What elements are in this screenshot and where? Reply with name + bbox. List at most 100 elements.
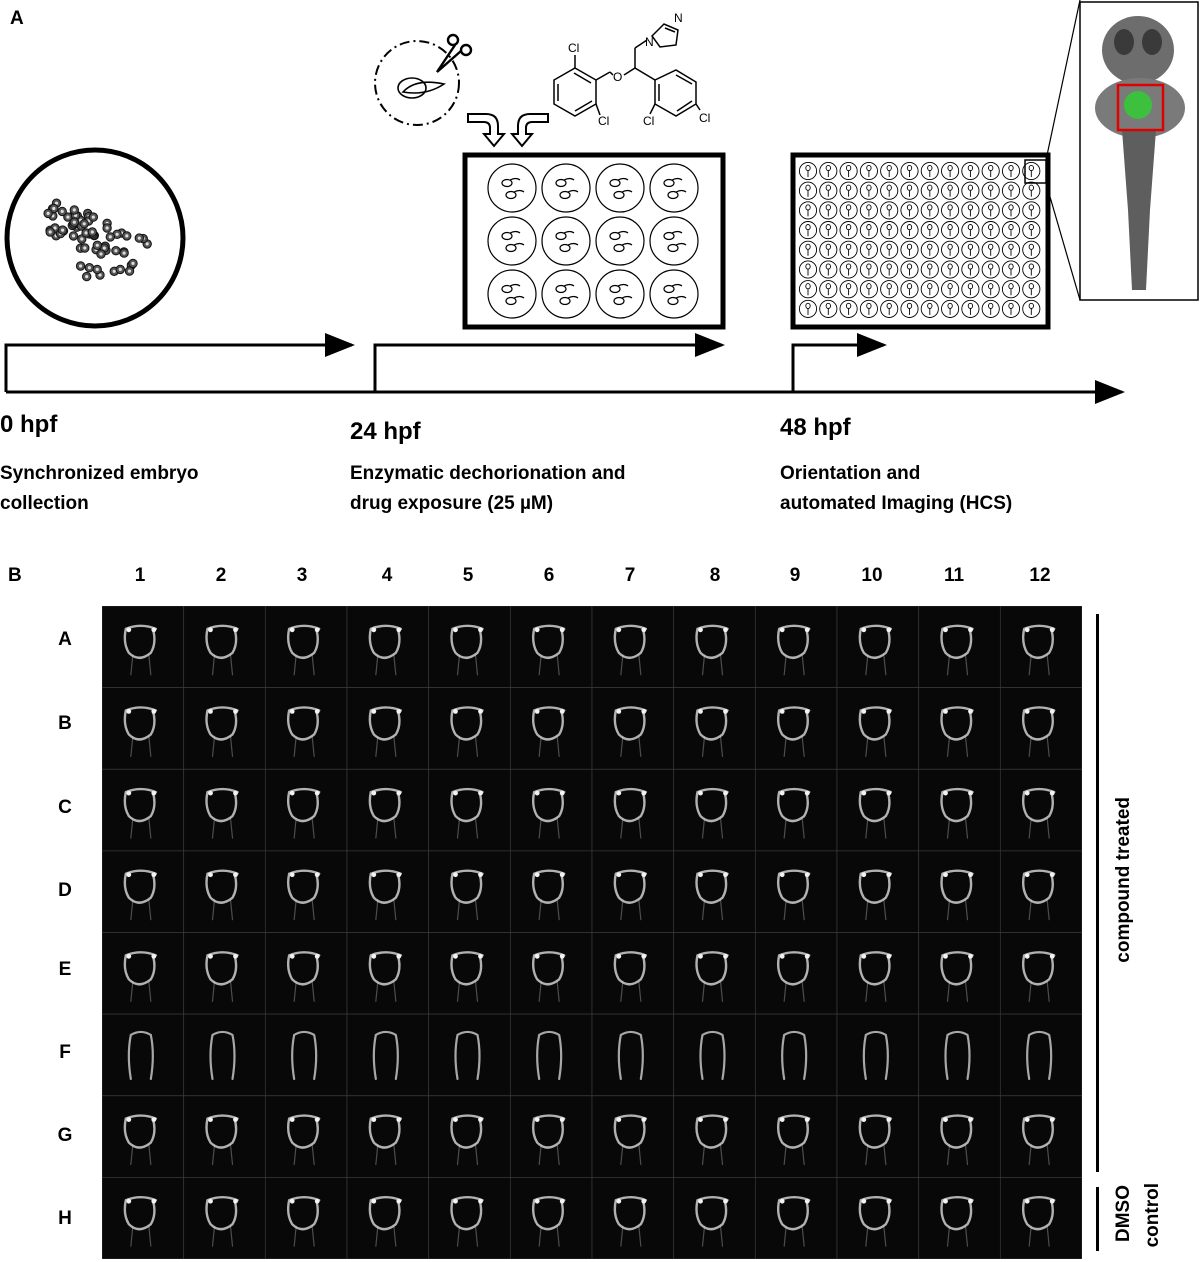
heart-cell <box>183 687 266 770</box>
treated-group-label: compound treated <box>1113 797 1134 963</box>
heart-cell <box>264 606 348 688</box>
heart-cell <box>264 850 348 933</box>
heart-cell <box>264 687 348 770</box>
heart-cell <box>346 932 430 1015</box>
heart-cell <box>754 1013 838 1097</box>
heart-cell <box>673 687 756 770</box>
row-label-h: H <box>58 1208 72 1229</box>
heart-cell <box>346 1013 430 1097</box>
heart-cell <box>102 1177 185 1259</box>
stage-time-1: 24 hpf <box>350 418 421 445</box>
heart-cell <box>754 1177 838 1259</box>
heart-cell <box>673 932 756 1015</box>
row-label-c: C <box>58 797 72 818</box>
heart-cell <box>428 932 511 1015</box>
heart-cell <box>754 687 838 770</box>
heart-cell <box>918 1013 1001 1097</box>
heart-cell <box>918 687 1001 770</box>
svg-text:O: O <box>613 70 622 84</box>
heart-cell <box>428 606 511 688</box>
down-arrows-icon <box>467 113 549 148</box>
heart-cell <box>591 1095 675 1178</box>
heart-cell <box>346 606 430 688</box>
heart-cell <box>999 1177 1082 1259</box>
heart-cell <box>591 1013 675 1097</box>
heart-cell <box>428 1095 511 1178</box>
control-group-label-line1: DMSO <box>1113 1185 1134 1242</box>
heart-image-grid <box>102 606 1082 1259</box>
row-label-g: G <box>57 1125 73 1146</box>
panel-b-letter: B <box>8 565 22 586</box>
heart-cell <box>754 850 838 933</box>
heart-cell <box>591 932 675 1015</box>
heart-cell <box>183 932 266 1015</box>
heart-cell <box>428 1177 511 1259</box>
heart-cell <box>264 1177 348 1259</box>
heart-cell <box>591 606 675 688</box>
stage-desc-1-line1: Enzymatic dechorionation and <box>350 463 626 484</box>
heart-cell <box>836 1095 920 1178</box>
dechorionation-icon <box>374 33 473 126</box>
heart-cell <box>918 1095 1001 1178</box>
heart-cell <box>183 768 266 852</box>
heart-cell <box>754 1095 838 1178</box>
heart-cell <box>346 1095 430 1178</box>
heart-cell <box>836 606 920 688</box>
heart-cell <box>836 850 920 933</box>
stage-desc-0-line2: collection <box>0 493 89 514</box>
heart-cell <box>673 1013 756 1097</box>
petri-dish-icon <box>4 147 186 329</box>
control-group-label-line2: control <box>1142 1183 1163 1248</box>
heart-cell <box>836 1013 920 1097</box>
timeline-arrows <box>4 333 1125 404</box>
heart-cell <box>673 768 756 852</box>
heart-cell <box>673 850 756 933</box>
heart-cell <box>264 932 348 1015</box>
chemical-atom-labels: Cl Cl Cl Cl O N N <box>568 11 710 128</box>
svg-text:Cl: Cl <box>699 111 710 125</box>
heart-cell <box>673 1095 756 1178</box>
heart-cell <box>264 1095 348 1178</box>
heart-cell <box>754 768 838 852</box>
row-label-e: E <box>58 959 72 980</box>
heart-cell <box>102 768 185 852</box>
heart-cell <box>918 768 1001 852</box>
column-label-1: 1 <box>134 565 146 586</box>
column-label-10: 10 <box>861 565 883 586</box>
heart-cell <box>918 932 1001 1015</box>
twelve-well-plate <box>462 152 726 330</box>
heart-cell <box>999 1095 1082 1178</box>
svg-text:Cl: Cl <box>598 114 609 128</box>
heart-cell <box>346 850 430 933</box>
column-label-4: 4 <box>381 565 393 586</box>
column-label-2: 2 <box>215 565 227 586</box>
stage-desc-2-line1: Orientation and <box>780 463 921 484</box>
panel-a-letter: A <box>10 8 24 29</box>
heart-cell <box>102 687 185 770</box>
heart-cell <box>591 1177 675 1259</box>
heart-cell <box>509 687 593 770</box>
heart-cell <box>999 1013 1082 1097</box>
heart-cell <box>428 768 511 852</box>
heart-cell <box>754 932 838 1015</box>
row-label-b: B <box>58 713 72 734</box>
heart-cell <box>428 1013 511 1097</box>
heart-cell <box>673 606 756 688</box>
zebrafish-larva-image <box>1079 1 1199 301</box>
heart-cell <box>346 768 430 852</box>
heart-cell <box>591 850 675 933</box>
stage-desc-2-line2: automated Imaging (HCS) <box>780 493 1013 514</box>
heart-cell <box>346 687 430 770</box>
heart-cell <box>999 768 1082 852</box>
row-label-d: D <box>58 880 72 901</box>
heart-cell <box>509 1013 593 1097</box>
svg-text:Cl: Cl <box>568 41 579 55</box>
heart-cell <box>673 1177 756 1259</box>
stage-time-2: 48 hpf <box>780 414 851 441</box>
stage-desc-1-line2: drug exposure (25 µM) <box>350 493 554 514</box>
scissors-icon <box>436 33 473 73</box>
treated-bracket-line <box>1096 614 1099 1172</box>
heart-cell <box>509 606 593 688</box>
heart-cell <box>102 1095 185 1178</box>
heart-cell <box>102 1013 185 1097</box>
